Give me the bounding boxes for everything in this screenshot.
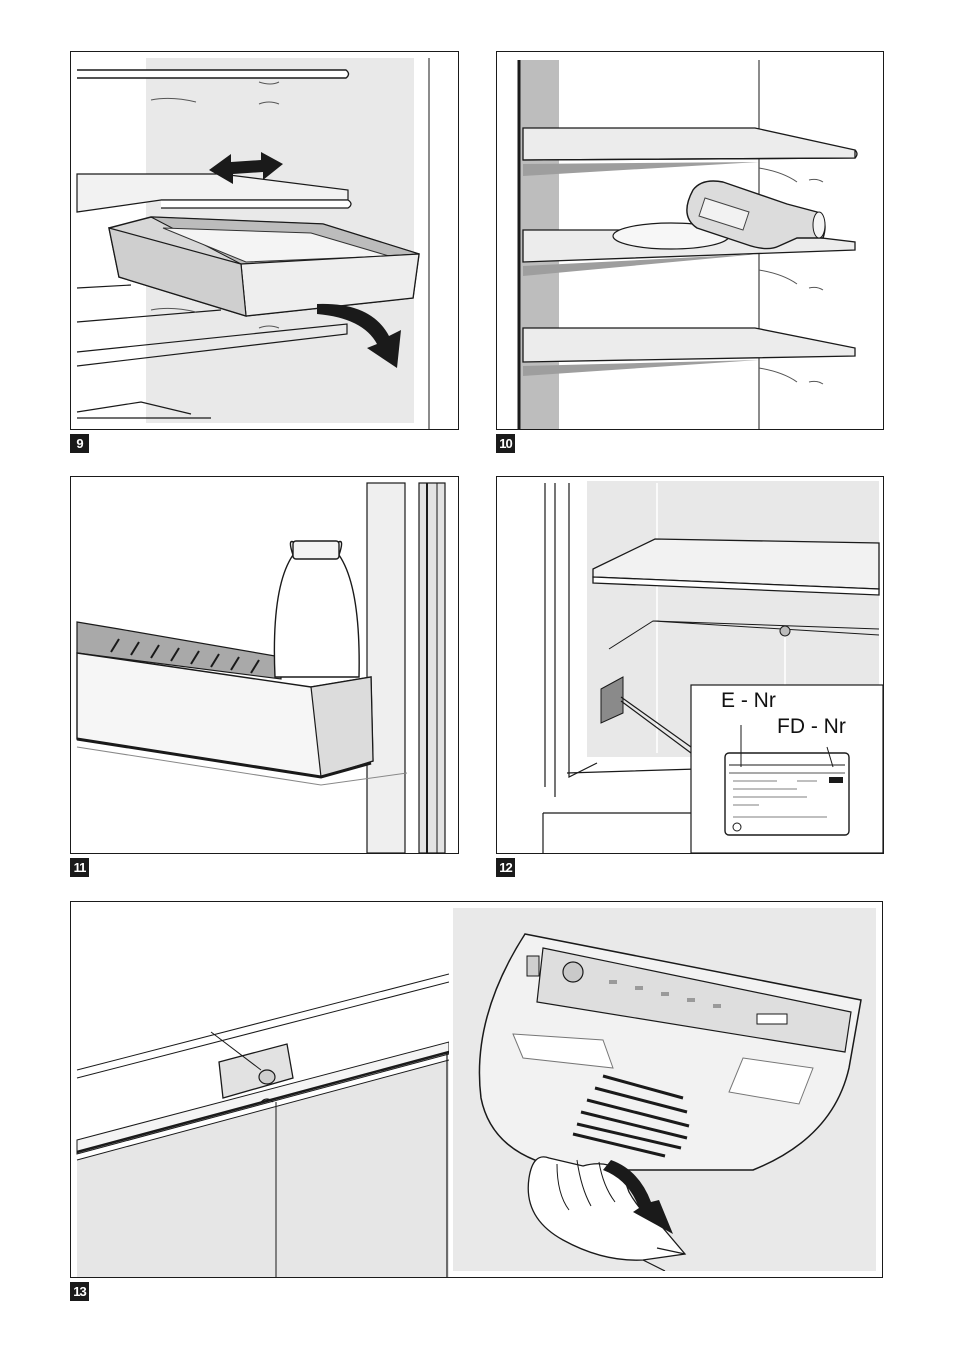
bottle-shelf-illustration — [497, 52, 883, 429]
figure-9-number: 9 — [70, 434, 89, 453]
figure-11-number: 11 — [70, 858, 89, 877]
light-cover-panel — [453, 908, 876, 1271]
figure-13-number: 13 — [70, 1282, 89, 1301]
door-switch-illustration — [71, 902, 449, 1277]
fd-nr-label: FD - Nr — [777, 715, 846, 739]
figure-12-number: 12 — [496, 858, 515, 877]
light-cover-removal-illustration — [453, 908, 876, 1271]
figure-10-panel — [496, 51, 884, 430]
e-nr-label: E - Nr — [721, 689, 776, 713]
figure-12-panel: E - Nr FD - Nr — [496, 476, 884, 854]
drawer-illustration — [71, 52, 458, 429]
figure-9-panel — [70, 51, 459, 430]
figure-10-number: 10 — [496, 434, 515, 453]
figure-11-panel — [70, 476, 459, 854]
door-rack-illustration — [71, 477, 458, 853]
figure-13-panel — [70, 901, 883, 1278]
interior-rating-plate-illustration — [497, 477, 883, 853]
